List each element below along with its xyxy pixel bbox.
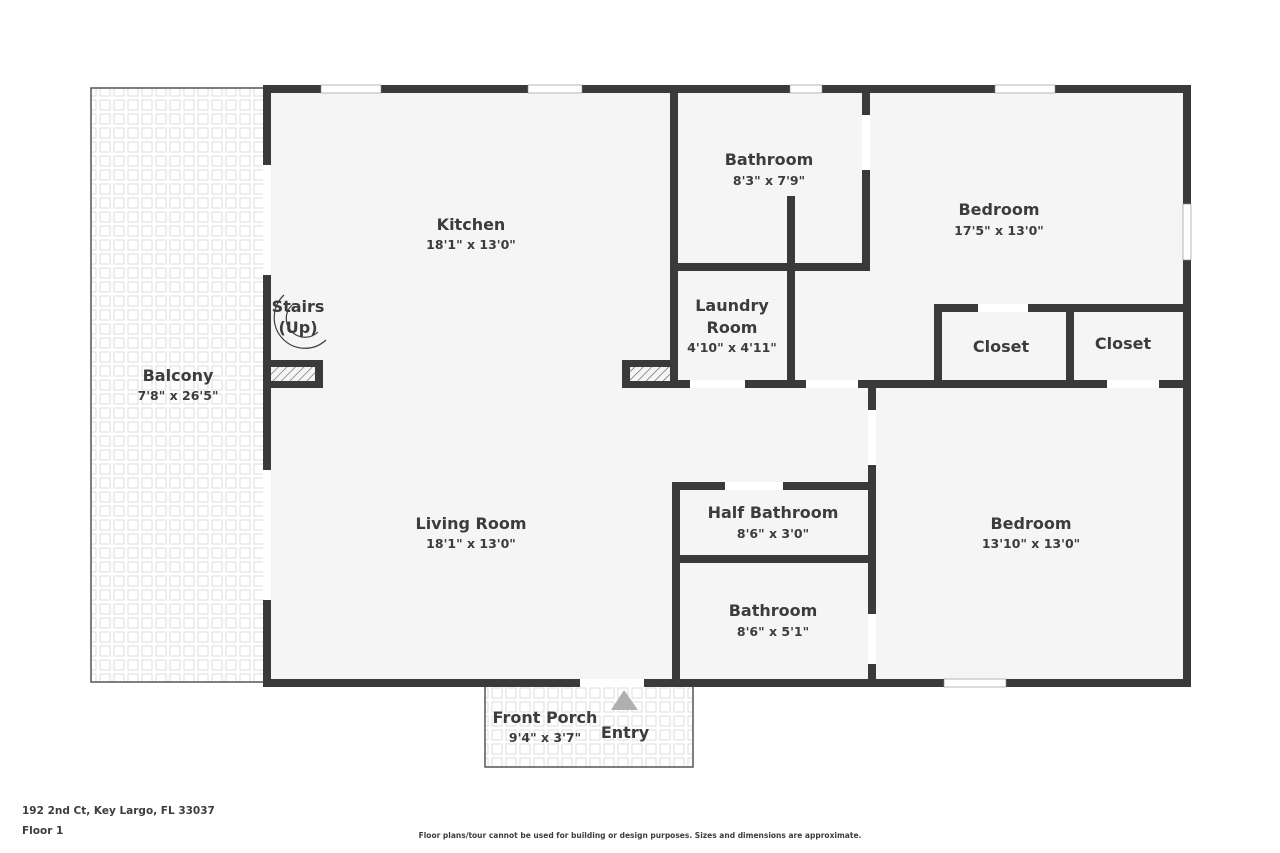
laundry-dims: 4'10" x 4'11": [687, 340, 777, 355]
bedroom-bottom-name: Bedroom: [990, 514, 1071, 533]
laundry-name-2: Room: [707, 318, 758, 337]
front-porch-name: Front Porch: [493, 708, 598, 727]
entry-label: Entry: [601, 723, 650, 742]
disclaimer: Floor plans/tour cannot be used for buil…: [418, 831, 862, 840]
half-bathroom-dims: 8'6" x 3'0": [737, 526, 809, 541]
closet-1-name: Closet: [973, 337, 1030, 356]
living-room-dims: 18'1" x 13'0": [426, 536, 516, 551]
half-bathroom-name: Half Bathroom: [708, 503, 839, 522]
stairs-direction: (Up): [278, 318, 317, 337]
bedroom-bottom-dims: 13'10" x 13'0": [982, 536, 1080, 551]
fixture-hatch-left: [271, 367, 315, 381]
closet-2-name: Closet: [1095, 334, 1152, 353]
kitchen-dims: 18'1" x 13'0": [426, 237, 516, 252]
balcony-dims: 7'8" x 26'5": [138, 388, 219, 403]
floor-label: Floor 1: [22, 825, 64, 837]
bathroom-bottom-name: Bathroom: [729, 601, 818, 620]
openings: [263, 84, 1192, 688]
stairs-icon: [273, 294, 327, 349]
laundry-name-1: Laundry: [695, 296, 769, 315]
fixture-hatch-right: [630, 367, 670, 381]
bedroom-top-dims: 17'5" x 13'0": [954, 223, 1044, 238]
front-porch-dims: 9'4" x 3'7": [509, 730, 581, 745]
property-address: 192 2nd Ct, Key Largo, FL 33037: [22, 805, 215, 817]
balcony-name: Balcony: [143, 366, 214, 385]
entry-arrow-icon: [611, 690, 638, 710]
bathroom-top-dims: 8'3" x 7'9": [733, 173, 805, 188]
living-room-name: Living Room: [416, 514, 527, 533]
stairs-label: Stairs: [272, 297, 325, 316]
bedroom-top-name: Bedroom: [958, 200, 1039, 219]
kitchen-name: Kitchen: [437, 215, 506, 234]
bathroom-top-name: Bathroom: [725, 150, 814, 169]
balcony: [90, 87, 268, 683]
bathroom-bottom-dims: 8'6" x 5'1": [737, 624, 809, 639]
front-porch: [484, 683, 694, 768]
